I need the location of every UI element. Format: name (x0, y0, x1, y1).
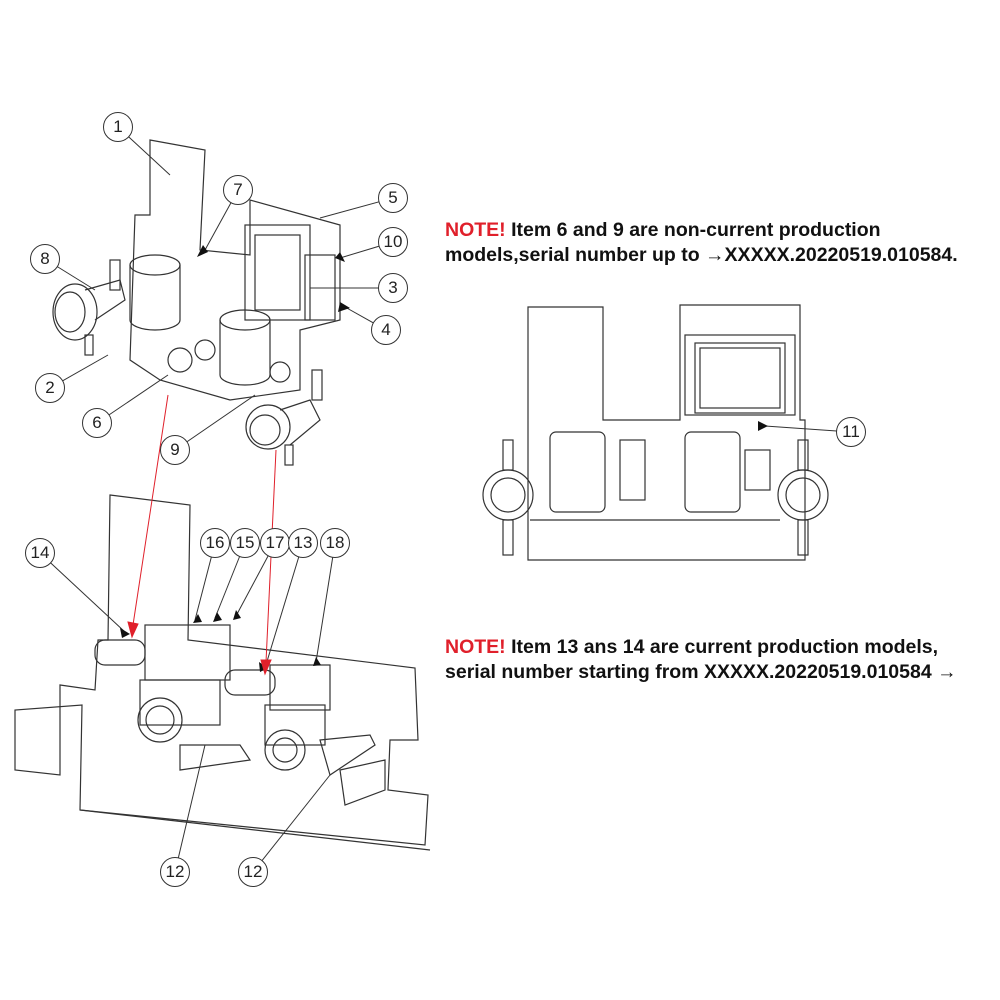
item-callout: 5 (378, 183, 408, 213)
front-view (482, 304, 829, 561)
item-callout: 13 (288, 528, 318, 558)
item-callout: 14 (25, 538, 55, 568)
item-callout: 18 (320, 528, 350, 558)
item-callout: 2 (35, 373, 65, 403)
leader-arrowheads (120, 245, 768, 672)
leader-line (264, 542, 304, 669)
note-label: NOTE! (445, 636, 506, 658)
item-callout: 15 (230, 528, 260, 558)
control-box (244, 224, 311, 321)
leader-line (315, 542, 336, 663)
item-callout: 6 (82, 408, 112, 438)
item-callout: 4 (371, 315, 401, 345)
leader-line (39, 552, 126, 633)
item-callout: 17 (260, 528, 290, 558)
item-callout: 9 (160, 435, 190, 465)
item-callout: 10 (378, 227, 408, 257)
note-label: NOTE! (445, 219, 506, 241)
leader-line (252, 774, 331, 873)
item-callout: 3 (378, 273, 408, 303)
item-callout: 12 (160, 857, 190, 887)
leader-line (174, 744, 206, 873)
bottom-assembly (14, 494, 431, 851)
note-current: NOTE! Item 13 ans 14 are current product… (445, 636, 957, 683)
note-noncurrent: NOTE! Item 6 and 9 are non-current produ… (445, 219, 958, 266)
item-callout: 8 (30, 244, 60, 274)
top-assembly (52, 139, 341, 466)
item-callout: 11 (836, 417, 866, 447)
item-callout: 1 (103, 112, 133, 142)
leader-line (174, 394, 256, 451)
item-callout: 12 (238, 857, 268, 887)
item-callout: 7 (223, 175, 253, 205)
item-callout: 16 (200, 528, 230, 558)
